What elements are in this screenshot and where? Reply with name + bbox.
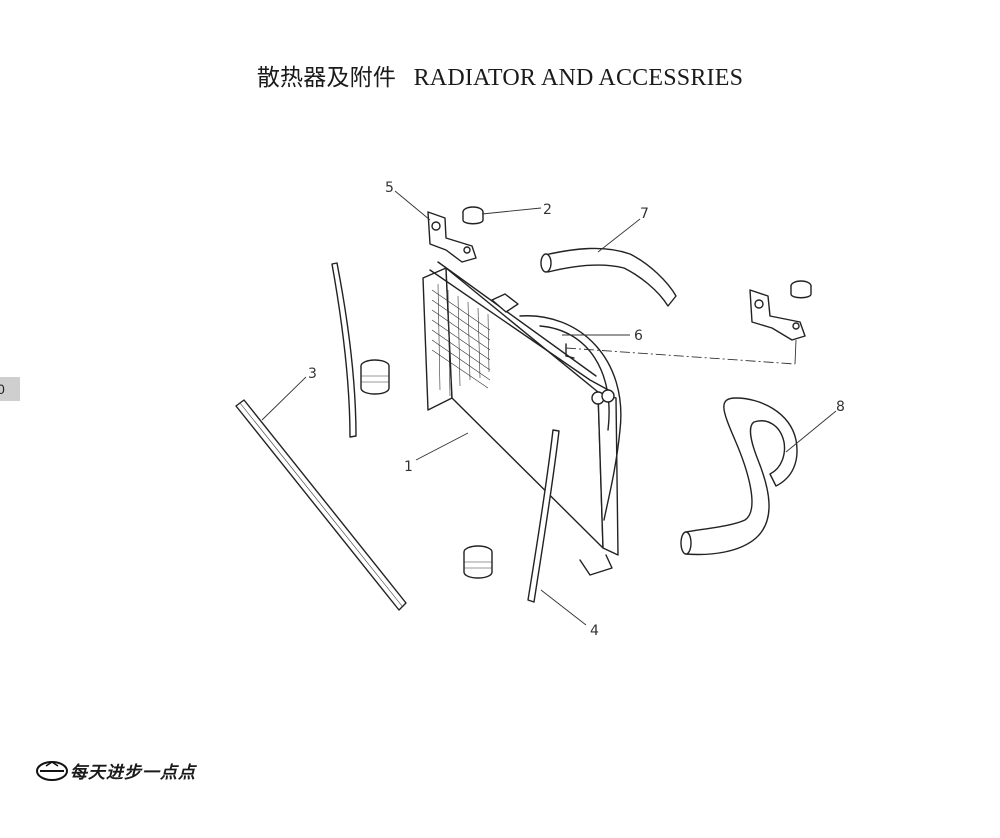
radiator-upper-mount xyxy=(462,206,812,299)
page-number-tab: 0 xyxy=(0,377,20,401)
callout-leaders xyxy=(261,190,837,626)
title-english: RADIATOR AND ACCESSRIES xyxy=(413,65,744,91)
callout-6: 6 xyxy=(634,328,643,344)
lower-radiator-hose xyxy=(680,397,798,556)
page-title: 散热器及附件 RADIATOR AND ACCESSRIES xyxy=(0,58,1000,92)
upper-radiator-hose xyxy=(540,247,677,307)
callout-3: 3 xyxy=(308,366,317,382)
rubber-cushion xyxy=(360,359,493,579)
radiator-core xyxy=(422,261,622,576)
footer-slogan: 每天进步一点点 xyxy=(70,763,196,783)
callout-4: 4 xyxy=(590,623,599,639)
brand-emblem-icon xyxy=(36,761,68,781)
title-chinese: 散热器及附件 xyxy=(256,65,397,91)
seal-strip-long xyxy=(235,399,407,611)
callout-1: 1 xyxy=(404,459,413,475)
callout-7: 7 xyxy=(640,206,649,222)
overflow-tube xyxy=(565,339,797,365)
callout-5: 5 xyxy=(385,180,394,196)
callout-2: 2 xyxy=(543,202,552,218)
page-number-label: 0 xyxy=(0,381,5,397)
seal-strip-side xyxy=(331,262,560,603)
radiator-bracket xyxy=(427,211,806,341)
callout-8: 8 xyxy=(836,399,845,415)
